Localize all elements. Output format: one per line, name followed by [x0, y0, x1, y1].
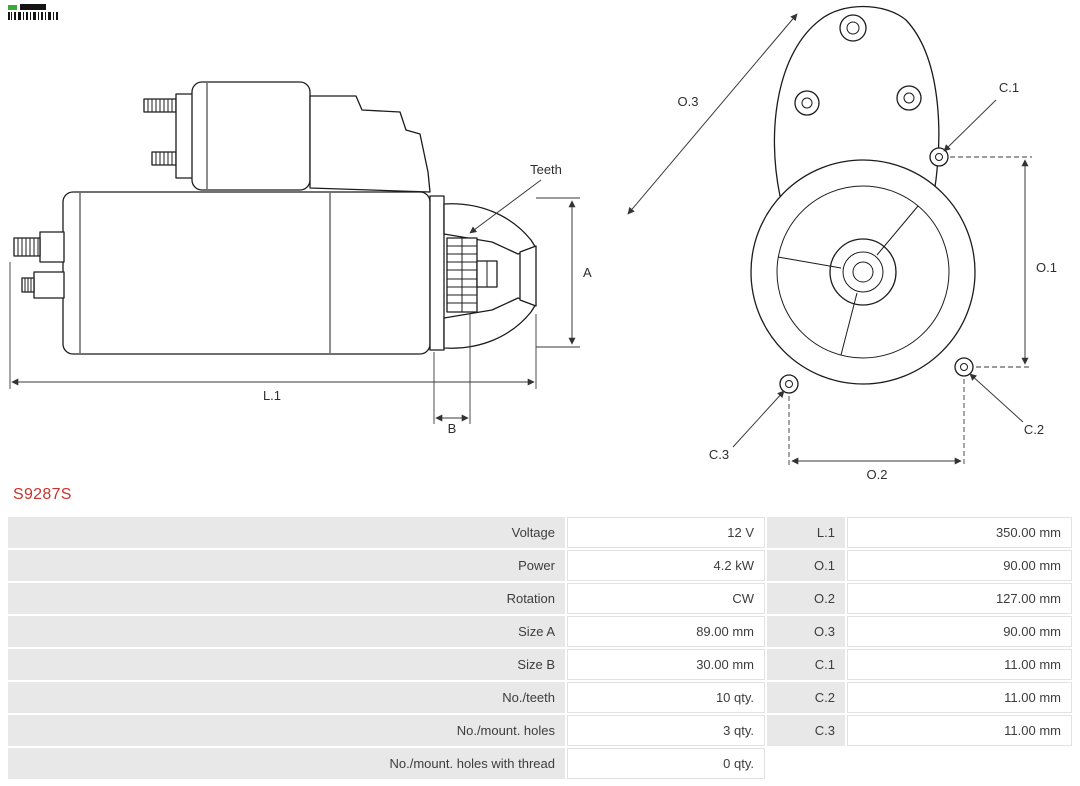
spec-value: 30.00 mm [567, 649, 765, 680]
dim-value-empty [847, 748, 1072, 779]
dim-value: 11.00 mm [847, 715, 1072, 746]
dim-label-c1: C.1 [999, 80, 1019, 95]
dim-label: O.2 [767, 583, 845, 614]
dim-label-c2: C.2 [1024, 422, 1044, 437]
terminal-block [39, 231, 65, 263]
plate-hole-left [794, 90, 820, 116]
terminal-block-lower [33, 271, 65, 299]
dim-label: O.1 [767, 550, 845, 581]
dim-label: C.3 [767, 715, 845, 746]
spec-value: 3 qty. [567, 715, 765, 746]
spec-value: 89.00 mm [567, 616, 765, 647]
side-view-dimensions: Teeth A L.1 B [9, 162, 592, 436]
solenoid-end-cap [175, 93, 195, 179]
dim-value: 127.00 mm [847, 583, 1072, 614]
dim-value: 90.00 mm [847, 616, 1072, 647]
plate-hole-right [896, 85, 922, 111]
drive-arm-bottom [443, 297, 537, 349]
solenoid-body [191, 81, 311, 191]
as-pl-logo [8, 4, 58, 20]
bearing-boss [829, 238, 897, 306]
dim-label: C.2 [767, 682, 845, 713]
spec-value: 12 V [567, 517, 765, 548]
spec-label: No./mount. holes with thread [8, 748, 565, 779]
spec-value: 10 qty. [567, 682, 765, 713]
spec-label: Size A [8, 616, 565, 647]
spec-label: No./teeth [8, 682, 565, 713]
dim-label-o1: O.1 [1036, 260, 1057, 275]
dim-label-teeth: Teeth [530, 162, 562, 177]
technical-drawings: Teeth A L.1 B [9, 5, 1057, 482]
dim-label-o2: O.2 [867, 467, 888, 482]
dim-label-c3: C.3 [709, 447, 729, 462]
spec-table: Voltage 12 V L.1 350.00 mm Power 4.2 kW … [8, 517, 1072, 779]
drive-housing-top [309, 95, 431, 193]
motor-body [62, 191, 431, 355]
mount-hole-c2 [954, 357, 974, 377]
dim-label-o3: O.3 [678, 94, 699, 109]
spec-label: No./mount. holes [8, 715, 565, 746]
spec-value: 0 qty. [567, 748, 765, 779]
dim-label: L.1 [767, 517, 845, 548]
drive-arm-top [443, 203, 537, 255]
dim-label-a: A [583, 265, 592, 280]
spec-label: Rotation [8, 583, 565, 614]
dim-label-l1: L.1 [263, 388, 281, 403]
dim-value: 350.00 mm [847, 517, 1072, 548]
dim-value: 90.00 mm [847, 550, 1072, 581]
spec-label: Voltage [8, 517, 565, 548]
drive-arm-brace [519, 245, 537, 307]
top-plate-hole [839, 14, 867, 42]
dim-label-empty [767, 748, 845, 779]
mount-hole-c1 [929, 147, 949, 167]
dim-value: 11.00 mm [847, 682, 1072, 713]
spec-label: Size B [8, 649, 565, 680]
barcode-logo-icon [8, 4, 58, 20]
dim-label: O.3 [767, 616, 845, 647]
mount-hole-c3 [779, 374, 799, 394]
spec-label: Power [8, 550, 565, 581]
starter-motor-front-view [750, 5, 976, 394]
dim-value: 11.00 mm [847, 649, 1072, 680]
spec-value: 4.2 kW [567, 550, 765, 581]
dim-label: C.1 [767, 649, 845, 680]
part-number: S9287S [13, 486, 72, 503]
front-view-dimensions: O.3 C.1 O.1 C.2 C.3 O.2 [627, 13, 1057, 482]
spec-value: CW [567, 583, 765, 614]
side-flange [429, 195, 445, 351]
starter-motor-side-view [13, 81, 537, 355]
dim-label-b: B [448, 421, 457, 436]
